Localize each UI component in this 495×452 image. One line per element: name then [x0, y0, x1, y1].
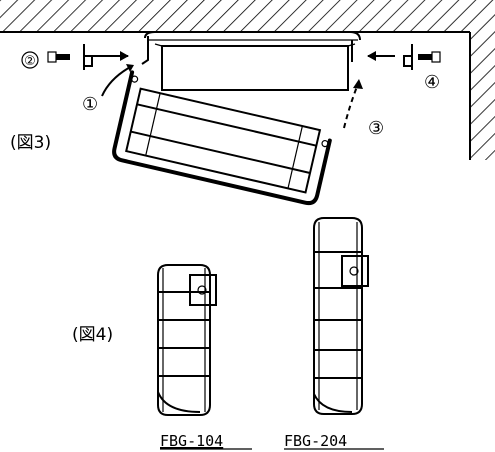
- left-screw-thread: [56, 54, 70, 60]
- step-2-marker: [21, 51, 39, 69]
- right-bracket: ④: [367, 44, 441, 93]
- guard-fbg-104: FBG-104: [157, 264, 252, 450]
- step-3-arrow: ③: [343, 79, 384, 139]
- figure-3-label: (図3): [10, 133, 51, 153]
- mount-hole: [197, 285, 207, 295]
- left-bracket: ②: [21, 44, 129, 70]
- model-label-fbg-104: FBG-104: [160, 432, 223, 450]
- step-2-label: ②: [24, 54, 36, 69]
- step-4-label: ④: [424, 72, 440, 93]
- right-arrow-head: [367, 51, 376, 61]
- guard-fbg-204: FBG-204: [284, 217, 384, 450]
- right-screw-thread: [418, 54, 432, 60]
- wall-hatch: [470, 0, 495, 160]
- step-3-label: ③: [368, 118, 384, 139]
- light-fixture: [141, 31, 361, 91]
- mount-plate: [189, 274, 217, 306]
- figure-3: ② ① ④ ③: [0, 0, 495, 206]
- right-screw-head: [431, 51, 441, 63]
- right-mount-clip: [403, 44, 413, 70]
- mount-plate: [341, 255, 369, 287]
- figure-4: (図4) FBG-104: [72, 217, 384, 450]
- tilted-guard: [112, 70, 332, 206]
- model-label-fbg-204: FBG-204: [284, 432, 347, 450]
- left-screw-head: [47, 51, 57, 63]
- step-1-label: ①: [82, 94, 98, 115]
- ceiling-hatch: [0, 0, 470, 32]
- figure-4-label: (図4): [72, 325, 113, 345]
- left-mount-clip: [83, 44, 93, 70]
- step-1-arrow: ①: [82, 64, 134, 115]
- mount-hole: [349, 266, 359, 276]
- left-arrow-head: [120, 51, 129, 61]
